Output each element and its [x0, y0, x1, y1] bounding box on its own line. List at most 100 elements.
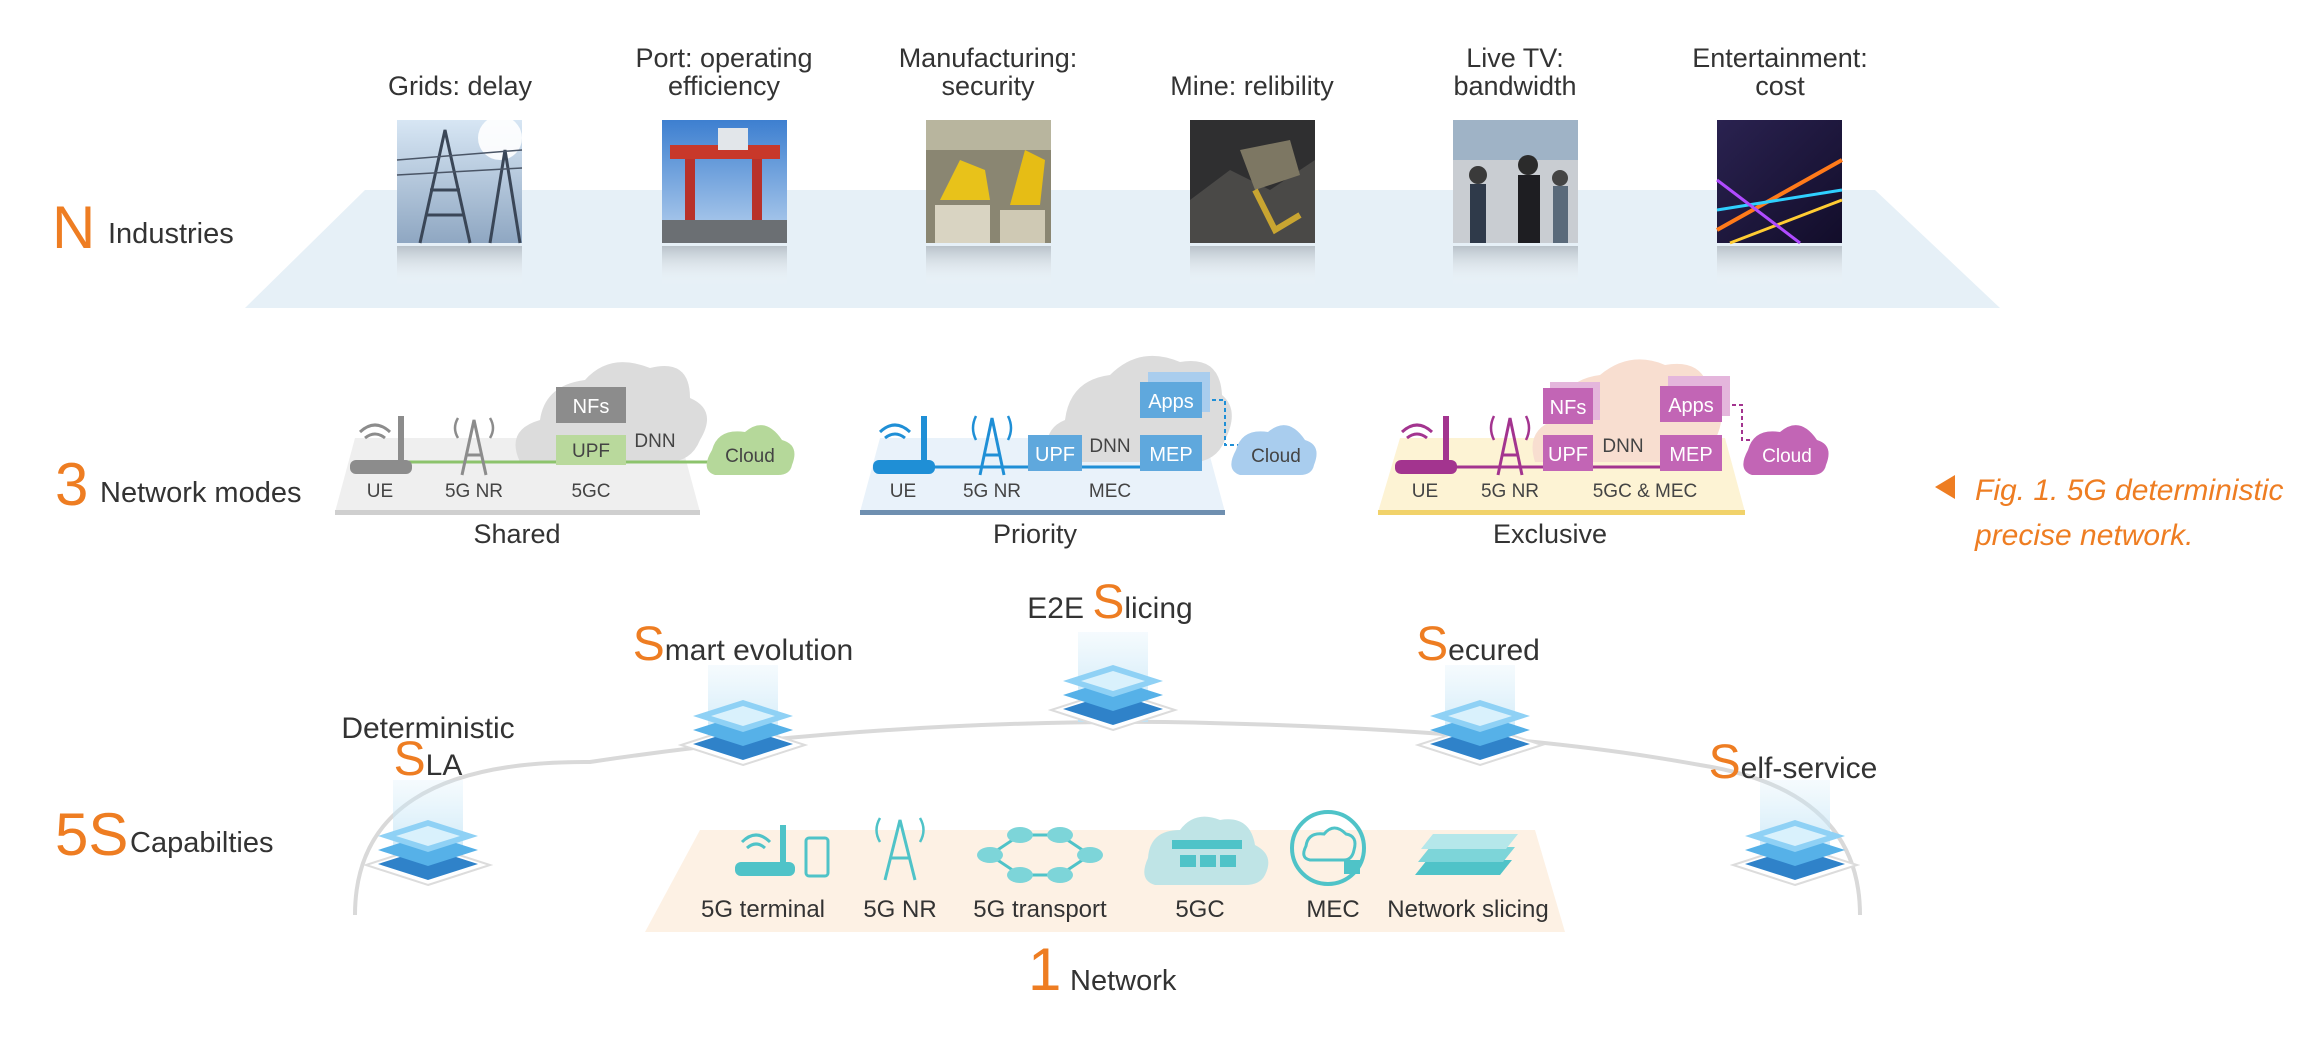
network-item-label: 5G NR: [863, 896, 936, 923]
industry-port: Port: operating efficiency: [635, 43, 813, 286]
modes-row-label: Network modes: [100, 477, 301, 509]
dnn-label: DNN: [1089, 436, 1130, 457]
network-band: [645, 830, 1565, 932]
live-tv-crowd-photo: [1453, 120, 1578, 286]
network-items: 5G terminal 5G NR 5G transport: [701, 810, 1549, 923]
capability-label: Secured: [1416, 618, 1540, 671]
industry-grids: Grids: delay: [388, 71, 533, 286]
industry-label-2: bandwidth: [1453, 71, 1576, 101]
upf-box: [1543, 435, 1593, 471]
apps-label: Apps: [1148, 391, 1194, 413]
industries-row-label: Industries: [108, 218, 234, 250]
core-cloud-icon: [1144, 816, 1269, 885]
mode-title: Shared: [473, 519, 560, 549]
dnn-label: DNN: [634, 431, 675, 452]
nr-label: 5G NR: [445, 481, 503, 502]
industries-row: N Industries Grids: delay Port: operatin…: [52, 43, 2000, 308]
apps-box: [1140, 382, 1202, 418]
mode-priority: UPF DNN Apps MEP Cloud UE 5G NR MEC Prio…: [860, 355, 1317, 549]
router-icon: [1395, 416, 1457, 474]
upf-label: UPF: [1035, 444, 1075, 466]
core-label: MEC: [1089, 481, 1131, 502]
cloud-icon: [1743, 425, 1829, 475]
cloud-label: Cloud: [1251, 446, 1301, 467]
layer-stack-icon: [1414, 700, 1546, 767]
mine-excavator-photo: [1190, 120, 1315, 286]
antenna-tower-icon: [1489, 415, 1531, 476]
capabilities-row: 5S Capabilties Deterministic SLA: [55, 576, 1877, 1003]
upf-label: UPF: [1548, 444, 1588, 466]
antenna-tower-icon: [971, 415, 1013, 476]
industry-label: Port: operating: [635, 43, 812, 73]
terminal-router-icon: [735, 825, 830, 878]
figure-caption: Fig. 1. 5G deterministic precise network…: [1935, 474, 2283, 552]
apps-label: Apps: [1668, 395, 1714, 417]
router-icon: [350, 416, 412, 474]
nfs-label: NFs: [573, 396, 610, 418]
upf-box: [1028, 435, 1082, 471]
mep-label: MEP: [1149, 444, 1192, 466]
industry-mine: Mine: relibility: [1170, 71, 1334, 286]
layer-stack-icon: [677, 700, 809, 767]
nfs-box: [1543, 388, 1593, 424]
network-row-label: Network: [1070, 965, 1177, 997]
network-modes-row: 3 Network modes NFs UPF DNN Cloud: [55, 355, 1829, 549]
mode-title: Exclusive: [1493, 519, 1607, 549]
router-icon: [873, 416, 935, 474]
industry-label: Entertainment:: [1692, 43, 1868, 73]
industry-label: Grids: delay: [388, 71, 533, 101]
layer-stack-icon: [1047, 665, 1179, 732]
capability-label: Smart evolution: [633, 618, 853, 671]
industry-live-tv: Live TV: bandwidth: [1453, 43, 1578, 286]
slicing-layers-icon: [1415, 834, 1518, 875]
upf-label: UPF: [572, 441, 610, 462]
mep-box: [1140, 435, 1202, 471]
caption-arrow-icon: [1935, 475, 1955, 499]
core-label: 5GC: [571, 481, 610, 502]
mode-title: Priority: [993, 519, 1078, 549]
network-item-label: 5G transport: [973, 896, 1107, 923]
mode-exclusive: NFs UPF DNN Apps MEP Cloud UE 5G NR 5GC …: [1378, 359, 1829, 549]
industry-label: Live TV:: [1466, 43, 1564, 73]
industry-label-2: cost: [1755, 71, 1805, 101]
network-item-label: MEC: [1306, 896, 1359, 923]
mep-box: [1660, 435, 1722, 471]
antenna-tower-icon: [875, 817, 925, 881]
network-item-label: 5GC: [1175, 896, 1224, 923]
caption-line-1: Fig. 1. 5G deterministic: [1975, 474, 2283, 507]
layer-stack-icon: [362, 820, 494, 887]
ue-label: UE: [890, 481, 916, 502]
nfs-box: [556, 387, 626, 423]
capabilities-row-label: Capabilties: [130, 827, 273, 859]
network-item-label: 5G terminal: [701, 896, 825, 923]
capability-arc: [353, 719, 1862, 916]
factory-robot-photo: [926, 120, 1051, 286]
capability-label: E2E Slicing: [1027, 576, 1192, 629]
capability-secured: Secured: [1414, 618, 1546, 767]
mec-cloud-icon: [1290, 810, 1366, 886]
ue-label: UE: [1412, 481, 1438, 502]
industry-label: Mine: relibility: [1170, 71, 1334, 101]
mep-label: MEP: [1669, 444, 1712, 466]
capabilities-row-number: 5S: [55, 801, 128, 868]
capability-label: SLA: [394, 733, 463, 786]
ue-label: UE: [367, 481, 393, 502]
cloud-icon: [1231, 425, 1317, 475]
upf-box: [556, 435, 626, 465]
cloud-icon: [706, 425, 795, 475]
layer-stack-icon: [1729, 820, 1861, 887]
capability-smart-evolution: Smart evolution: [633, 618, 853, 767]
industry-label-2: efficiency: [668, 71, 781, 101]
industry-label-2: security: [941, 71, 1035, 101]
city-night-photo: [1716, 120, 1843, 286]
caption-line-2: precise network.: [1974, 519, 2193, 552]
antenna-tower-icon: [453, 417, 495, 476]
port-crane-photo: [662, 120, 787, 286]
industry-entertainment: Entertainment: cost: [1692, 43, 1868, 286]
capability-label: Self-service: [1709, 736, 1878, 789]
capability-sla: Deterministic SLA: [341, 712, 515, 887]
capability-prefix: Deterministic: [341, 712, 514, 745]
nr-label: 5G NR: [963, 481, 1021, 502]
core-label: 5GC & MEC: [1593, 481, 1698, 502]
